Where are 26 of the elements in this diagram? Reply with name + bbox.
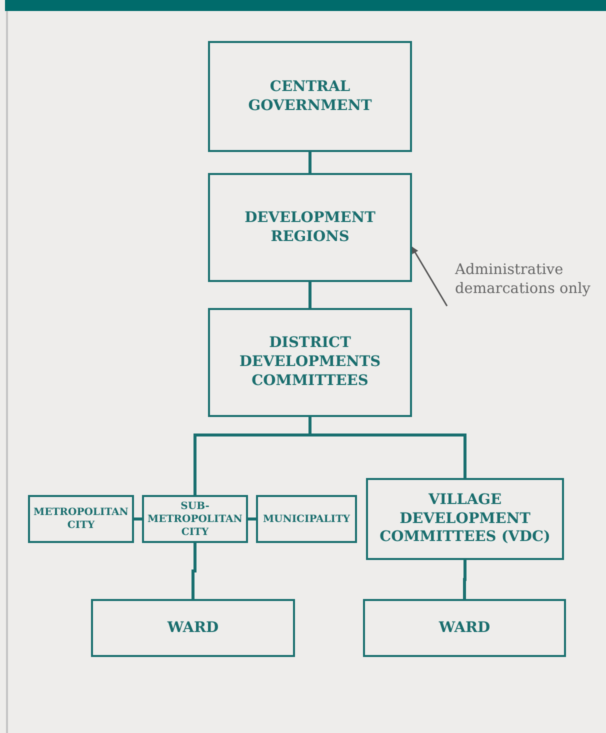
org-box xyxy=(366,478,564,560)
org-box xyxy=(208,41,412,152)
leader-arrow xyxy=(411,246,448,306)
org-box xyxy=(208,308,412,417)
box-label: DISTRICT DEVELOPMENTS COMMITTEES xyxy=(238,334,382,391)
org-box xyxy=(256,495,357,543)
connector-line xyxy=(134,518,142,520)
annotation-text: Administrative demarcations only xyxy=(455,261,592,299)
org-box xyxy=(208,173,412,282)
connector-line xyxy=(308,282,312,308)
connector-line xyxy=(308,152,312,173)
connector-line xyxy=(248,518,256,520)
box-label: CENTRAL GOVERNMENT xyxy=(247,78,373,116)
box-label: WARD xyxy=(167,618,219,638)
connector-line xyxy=(308,417,466,478)
connector-line xyxy=(463,560,466,599)
box-label: WARD xyxy=(438,618,490,638)
box-label: VILLAGE DEVELOPMENT COMMITTEES (VDC) xyxy=(378,490,552,548)
box-label: SUB-METROPOLITAN CITY xyxy=(146,500,244,538)
org-box xyxy=(28,495,134,543)
org-box xyxy=(363,599,566,657)
box-label: MUNICIPALITY xyxy=(262,512,350,526)
org-box xyxy=(91,599,295,657)
box-label: METROPOLITAN CITY xyxy=(32,506,130,532)
connector-line xyxy=(192,543,196,599)
box-label: DEVELOPMENT REGIONS xyxy=(244,208,376,246)
